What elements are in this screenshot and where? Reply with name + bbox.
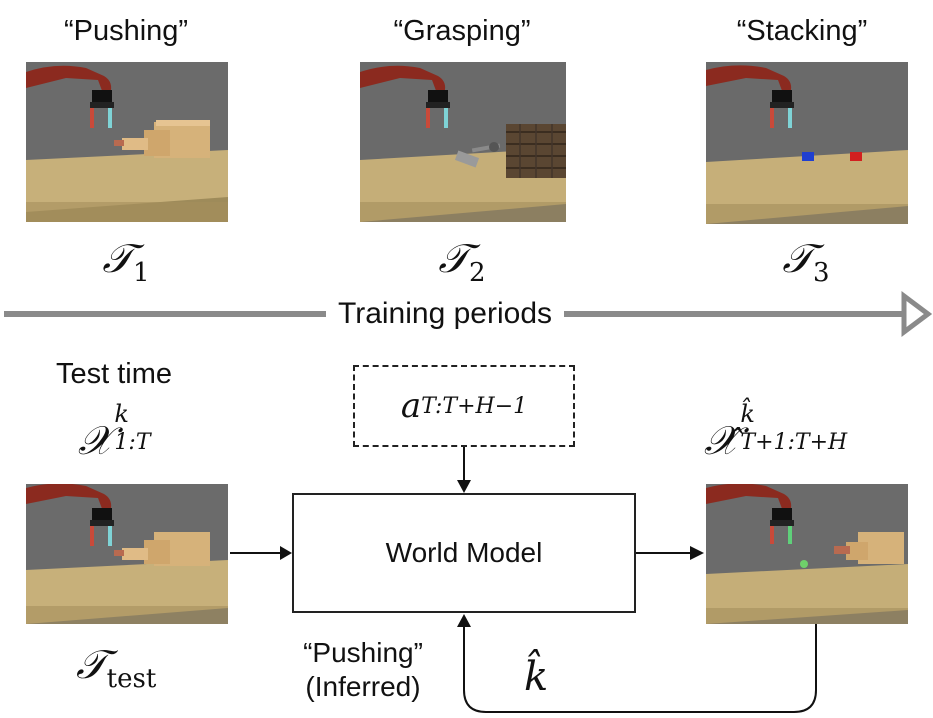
world-model-box: World Model bbox=[292, 493, 636, 613]
training-periods-label: Training periods bbox=[326, 297, 564, 331]
world-model-label: World Model bbox=[385, 537, 543, 568]
test-task-symbol: 𝒯test bbox=[76, 642, 157, 694]
task-2-scene-image bbox=[360, 62, 566, 222]
task-3-label: “Stacking” bbox=[736, 15, 868, 47]
predicted-scene-image bbox=[706, 484, 908, 624]
inferred-task-name: “Pushing” bbox=[303, 637, 423, 668]
inferred-tag: (Inferred) bbox=[305, 671, 421, 702]
output-symbol: 𝒳̂k̂T+1:T+H bbox=[704, 400, 848, 464]
task-1-label: “Pushing” bbox=[63, 15, 189, 47]
feedback-loop-arrow bbox=[463, 624, 817, 713]
task-3-symbol: 𝒯3 bbox=[782, 236, 830, 288]
task-2-symbol: 𝒯2 bbox=[438, 236, 486, 288]
test-time-label: Test time bbox=[56, 358, 173, 390]
test-scene-image bbox=[26, 484, 228, 624]
task-1-scene-image bbox=[26, 62, 228, 222]
task-2-label: “Grasping” bbox=[393, 15, 531, 47]
task-1-symbol: 𝒯1 bbox=[102, 236, 150, 288]
task-3-scene-image bbox=[706, 62, 908, 224]
inferred-task-label: “Pushing” (Inferred) bbox=[278, 636, 448, 704]
k-hat-label: k̂ bbox=[524, 654, 549, 700]
